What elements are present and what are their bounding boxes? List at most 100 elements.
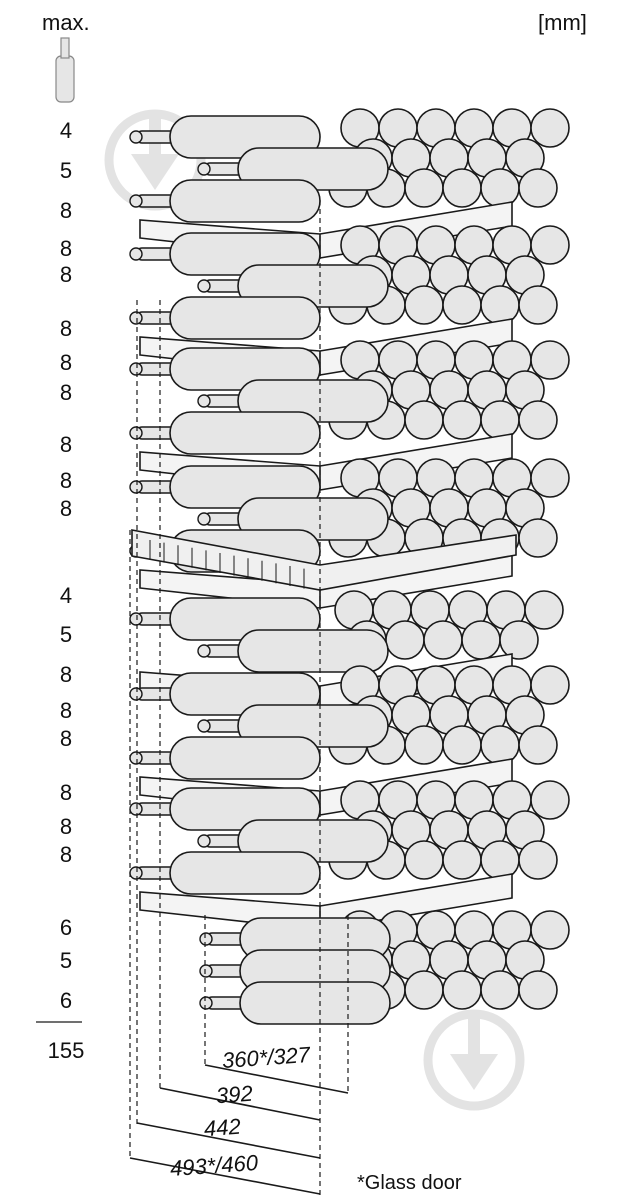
total-count: 155 <box>47 1038 85 1063</box>
bottle-end <box>530 225 570 265</box>
bottle-end <box>524 590 564 630</box>
bottle-end <box>442 168 482 208</box>
bottle-cap <box>129 802 143 816</box>
bottle-end <box>442 285 482 325</box>
bottle-count-row: 4 <box>59 583 73 608</box>
bottle-end <box>480 840 520 880</box>
bottle-cap <box>129 612 143 626</box>
dimension-line <box>129 1157 321 1195</box>
bottle-count-row: 8 <box>59 432 73 457</box>
bottle-end <box>461 620 501 660</box>
bottle-count-row: 6 <box>59 915 73 940</box>
bottle-cap <box>197 162 211 176</box>
bottle-body <box>237 629 389 673</box>
bottle-cap <box>129 687 143 701</box>
bottle-end <box>518 840 558 880</box>
bottle-cap <box>129 426 143 440</box>
dimension-line <box>159 1087 321 1121</box>
bottle-count-row: 8 <box>59 350 73 375</box>
bottle-end <box>518 725 558 765</box>
bottle-count-row: 8 <box>59 198 73 223</box>
bottle-cap <box>129 866 143 880</box>
max-bottle-icon-neck <box>60 37 70 59</box>
bottle-end <box>480 168 520 208</box>
watermark-top-arrow <box>131 154 179 190</box>
bottle-cap <box>129 480 143 494</box>
bottle-cap <box>129 362 143 376</box>
bottle-end <box>480 970 520 1010</box>
bottle-count-row: 8 <box>59 726 73 751</box>
bottle-end <box>518 400 558 440</box>
bottle-end <box>530 910 570 950</box>
bottle-end <box>404 400 444 440</box>
glass-door-footnote: *Glass door <box>357 1172 462 1194</box>
bottle-count-row: 8 <box>59 496 73 521</box>
watermark-bottom-arrow <box>450 1054 498 1090</box>
bottle-end <box>385 620 425 660</box>
bottle-end <box>404 840 444 880</box>
dimension-line <box>136 1122 321 1159</box>
unit-label: [mm] <box>538 10 587 35</box>
bottle-body <box>239 981 391 1025</box>
bottle-end <box>404 285 444 325</box>
watermark-bottom <box>423 1009 525 1111</box>
bottle-cap <box>197 719 211 733</box>
bottle-cap <box>129 311 143 325</box>
bottle-count-row: 8 <box>59 842 73 867</box>
bottle-cap <box>197 512 211 526</box>
bottle-end <box>530 340 570 380</box>
bottle-count-row: 8 <box>59 262 73 287</box>
bottle-count-row: 6 <box>59 988 73 1013</box>
bottle-count-row: 4 <box>59 118 73 143</box>
bottle-cap <box>197 834 211 848</box>
bottle-end <box>518 970 558 1010</box>
dimension-label-392: 392 <box>215 1080 254 1109</box>
bottle-cap <box>199 932 213 946</box>
bottle-end <box>442 725 482 765</box>
bottle-end <box>480 285 520 325</box>
bottle-count-row: 8 <box>59 814 73 839</box>
bottle-end <box>530 108 570 148</box>
bottle-end <box>442 970 482 1010</box>
bottle-body <box>169 851 321 895</box>
bottle-end <box>423 620 463 660</box>
dimension-label-442: 442 <box>203 1113 242 1142</box>
bottle-cap <box>197 279 211 293</box>
bottle-count-row: 8 <box>59 780 73 805</box>
bottle-body <box>169 411 321 455</box>
bottle-end <box>499 620 539 660</box>
bottle-cap <box>129 247 143 261</box>
bottle-end <box>530 665 570 705</box>
bottle-count-row: 8 <box>59 468 73 493</box>
watermark-bottom-stem <box>468 1016 480 1056</box>
bottle-count-row: 8 <box>59 662 73 687</box>
bottle-end <box>518 285 558 325</box>
bottle-count-row: 5 <box>59 948 73 973</box>
bottle-end <box>404 970 444 1010</box>
bottle-end <box>530 458 570 498</box>
bottle-count-row: 5 <box>59 622 73 647</box>
bottle-end <box>442 840 482 880</box>
bottle-cap <box>129 751 143 765</box>
bottle-count-row: 8 <box>59 236 73 261</box>
bottle-end <box>530 780 570 820</box>
bottle-count-row: 8 <box>59 698 73 723</box>
bottle-count-row: 8 <box>59 380 73 405</box>
bottle-end <box>442 400 482 440</box>
bottle-cap <box>129 130 143 144</box>
bottle-body <box>169 296 321 340</box>
max-label: max. <box>42 10 90 35</box>
bottle-end <box>404 725 444 765</box>
bottle-cap <box>199 964 213 978</box>
bottle-end <box>480 725 520 765</box>
bottle-end <box>518 168 558 208</box>
bottle-body <box>169 736 321 780</box>
bottle-end <box>404 168 444 208</box>
bottle-body <box>169 179 321 223</box>
bottle-end <box>518 518 558 558</box>
bottle-count-row: 8 <box>59 316 73 341</box>
bottle-cap <box>197 394 211 408</box>
bottle-count-row: 5 <box>59 158 73 183</box>
